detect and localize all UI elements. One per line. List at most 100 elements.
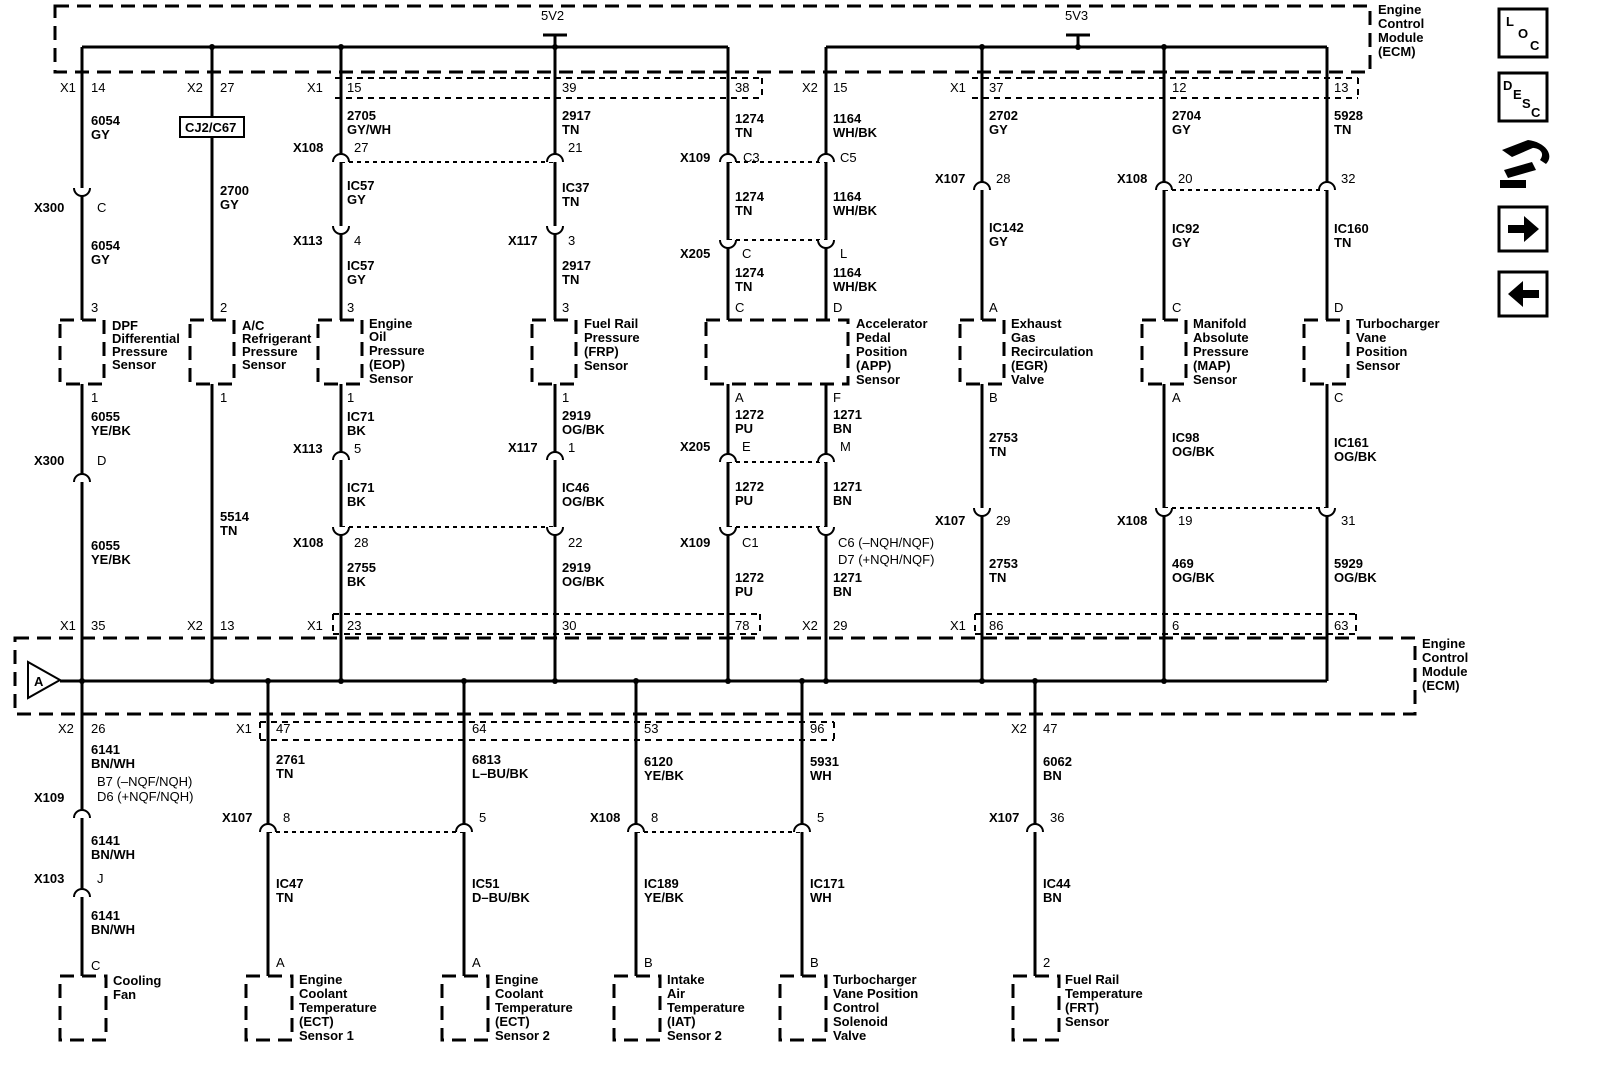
svg-text:Valve: Valve — [833, 1028, 866, 1043]
svg-text:Control: Control — [1422, 650, 1468, 665]
svg-text:TN: TN — [735, 279, 752, 294]
svg-text:Coolant: Coolant — [495, 986, 544, 1001]
connector-tool-icon[interactable] — [1500, 140, 1550, 188]
svg-text:C: C — [1531, 105, 1541, 120]
svg-text:6054: 6054 — [91, 113, 121, 128]
svg-text:WH/BK: WH/BK — [833, 125, 878, 140]
svg-text:Sensor 2: Sensor 2 — [495, 1028, 550, 1043]
svg-text:IC71: IC71 — [347, 480, 374, 495]
svg-text:A: A — [735, 390, 744, 405]
circuit-iat-sensor-2: 53 6120 YE/BK X108 8 IC189 YE/BK B Intak… — [590, 681, 745, 1043]
circuit-frp-sensor: 39 2917 TN 21 IC37 TN X117 3 2917 TN 3 F… — [508, 47, 640, 681]
svg-text:YE/BK: YE/BK — [91, 423, 131, 438]
svg-text:L–BU/BK: L–BU/BK — [472, 766, 529, 781]
svg-text:(ECM): (ECM) — [1378, 44, 1416, 59]
svg-text:X107: X107 — [989, 810, 1019, 825]
svg-text:2917: 2917 — [562, 258, 591, 273]
circuit-eop-sensor: X1 15 2705 GY/WH X108 27 IC57 GY X113 4 … — [293, 47, 425, 681]
svg-text:GY: GY — [1172, 235, 1191, 250]
svg-text:Fuel Rail: Fuel Rail — [584, 316, 638, 331]
svg-text:Sensor 1: Sensor 1 — [299, 1028, 354, 1043]
svg-text:Sensor: Sensor — [856, 372, 900, 387]
description-view-button[interactable]: D E S C — [1497, 71, 1549, 123]
arrow-right-icon — [1508, 216, 1539, 242]
circuit-map-sensor: 12 2704 GY X108 20 IC92 GY C Manifold Ab… — [1117, 47, 1249, 681]
svg-text:27: 27 — [354, 140, 368, 155]
svg-text:TN: TN — [562, 194, 579, 209]
svg-text:13: 13 — [1334, 80, 1348, 95]
svg-text:TN: TN — [989, 444, 1006, 459]
next-page-button[interactable] — [1497, 205, 1549, 253]
svg-text:IC44: IC44 — [1043, 876, 1071, 891]
svg-text:(APP): (APP) — [856, 358, 891, 373]
arrow-left-icon — [1508, 281, 1539, 307]
svg-text:4: 4 — [354, 233, 361, 248]
svg-text:GY/WH: GY/WH — [347, 122, 391, 137]
svg-text:Temperature: Temperature — [667, 1000, 745, 1015]
svg-text:OG/BK: OG/BK — [1334, 570, 1377, 585]
svg-text:A: A — [472, 955, 481, 970]
svg-text:X107: X107 — [935, 513, 965, 528]
svg-text:47: 47 — [1043, 721, 1057, 736]
svg-text:Control: Control — [833, 1000, 879, 1015]
svg-text:GY: GY — [220, 197, 239, 212]
svg-text:Turbocharger: Turbocharger — [833, 972, 917, 987]
svg-text:5928: 5928 — [1334, 108, 1363, 123]
svg-text:Exhaust: Exhaust — [1011, 316, 1062, 331]
svg-text:BN: BN — [833, 493, 852, 508]
svg-text:IC37: IC37 — [562, 180, 589, 195]
svg-text:39: 39 — [562, 80, 576, 95]
svg-text:GY: GY — [989, 234, 1008, 249]
svg-text:IC92: IC92 — [1172, 221, 1199, 236]
svg-text:5: 5 — [479, 810, 486, 825]
svg-text:6055: 6055 — [91, 538, 120, 553]
location-view-button[interactable]: L O C — [1497, 7, 1549, 59]
circuit-cooling-fan: X2 26 6141 BN/WH B7 (–NQF/NQH) D6 (+NQF/… — [34, 681, 193, 1042]
svg-text:Module: Module — [1422, 664, 1468, 679]
svg-text:Engine: Engine — [299, 972, 342, 987]
svg-text:12: 12 — [1172, 80, 1186, 95]
splice-5v3: 5V3 — [1065, 8, 1088, 23]
svg-text:X205: X205 — [680, 439, 710, 454]
svg-text:A: A — [276, 955, 285, 970]
previous-page-button[interactable] — [1497, 270, 1549, 318]
svg-text:6: 6 — [1172, 618, 1179, 633]
svg-text:X108: X108 — [1117, 171, 1147, 186]
svg-text:Engine: Engine — [1378, 2, 1421, 17]
svg-text:28: 28 — [354, 535, 368, 550]
circuit-dpf-sensor: X1 14 6054 GY X300 C 6054 GY 3 DPF Diffe… — [34, 47, 180, 681]
svg-text:X1: X1 — [950, 80, 966, 95]
svg-text:X300: X300 — [34, 200, 64, 215]
svg-text:C5: C5 — [840, 150, 857, 165]
svg-text:C: C — [91, 958, 100, 973]
svg-text:D–BU/BK: D–BU/BK — [472, 890, 530, 905]
svg-text:Sensor 2: Sensor 2 — [667, 1028, 722, 1043]
svg-text:(ECT): (ECT) — [495, 1014, 530, 1029]
svg-text:IC160: IC160 — [1334, 221, 1369, 236]
svg-text:Pedal: Pedal — [856, 330, 891, 345]
svg-text:Engine: Engine — [1422, 636, 1465, 651]
svg-text:J: J — [97, 871, 104, 886]
svg-text:GY: GY — [1172, 122, 1191, 137]
svg-text:C3: C3 — [743, 150, 760, 165]
svg-text:BK: BK — [347, 574, 366, 589]
svg-text:BN: BN — [1043, 890, 1062, 905]
svg-text:D6 (+NQF/NQH): D6 (+NQF/NQH) — [97, 789, 193, 804]
svg-text:1: 1 — [562, 390, 569, 405]
svg-text:X2: X2 — [802, 618, 818, 633]
svg-text:YE/BK: YE/BK — [644, 768, 684, 783]
circuit-turbo-vane-sensor: 13 5928 TN 32 IC160 TN D Turbocharger Va… — [1302, 47, 1440, 681]
svg-text:X2: X2 — [1011, 721, 1027, 736]
svg-text:X109: X109 — [680, 150, 710, 165]
svg-text:C1: C1 — [742, 535, 759, 550]
svg-text:IC51: IC51 — [472, 876, 499, 891]
svg-text:YE/BK: YE/BK — [644, 890, 684, 905]
svg-text:X113: X113 — [293, 233, 323, 248]
svg-text:6062: 6062 — [1043, 754, 1072, 769]
svg-text:3: 3 — [562, 300, 569, 315]
svg-text:Valve: Valve — [1011, 372, 1044, 387]
svg-text:Recirculation: Recirculation — [1011, 344, 1093, 359]
svg-text:WH: WH — [810, 768, 832, 783]
svg-text:6141: 6141 — [91, 908, 120, 923]
svg-text:Temperature: Temperature — [495, 1000, 573, 1015]
